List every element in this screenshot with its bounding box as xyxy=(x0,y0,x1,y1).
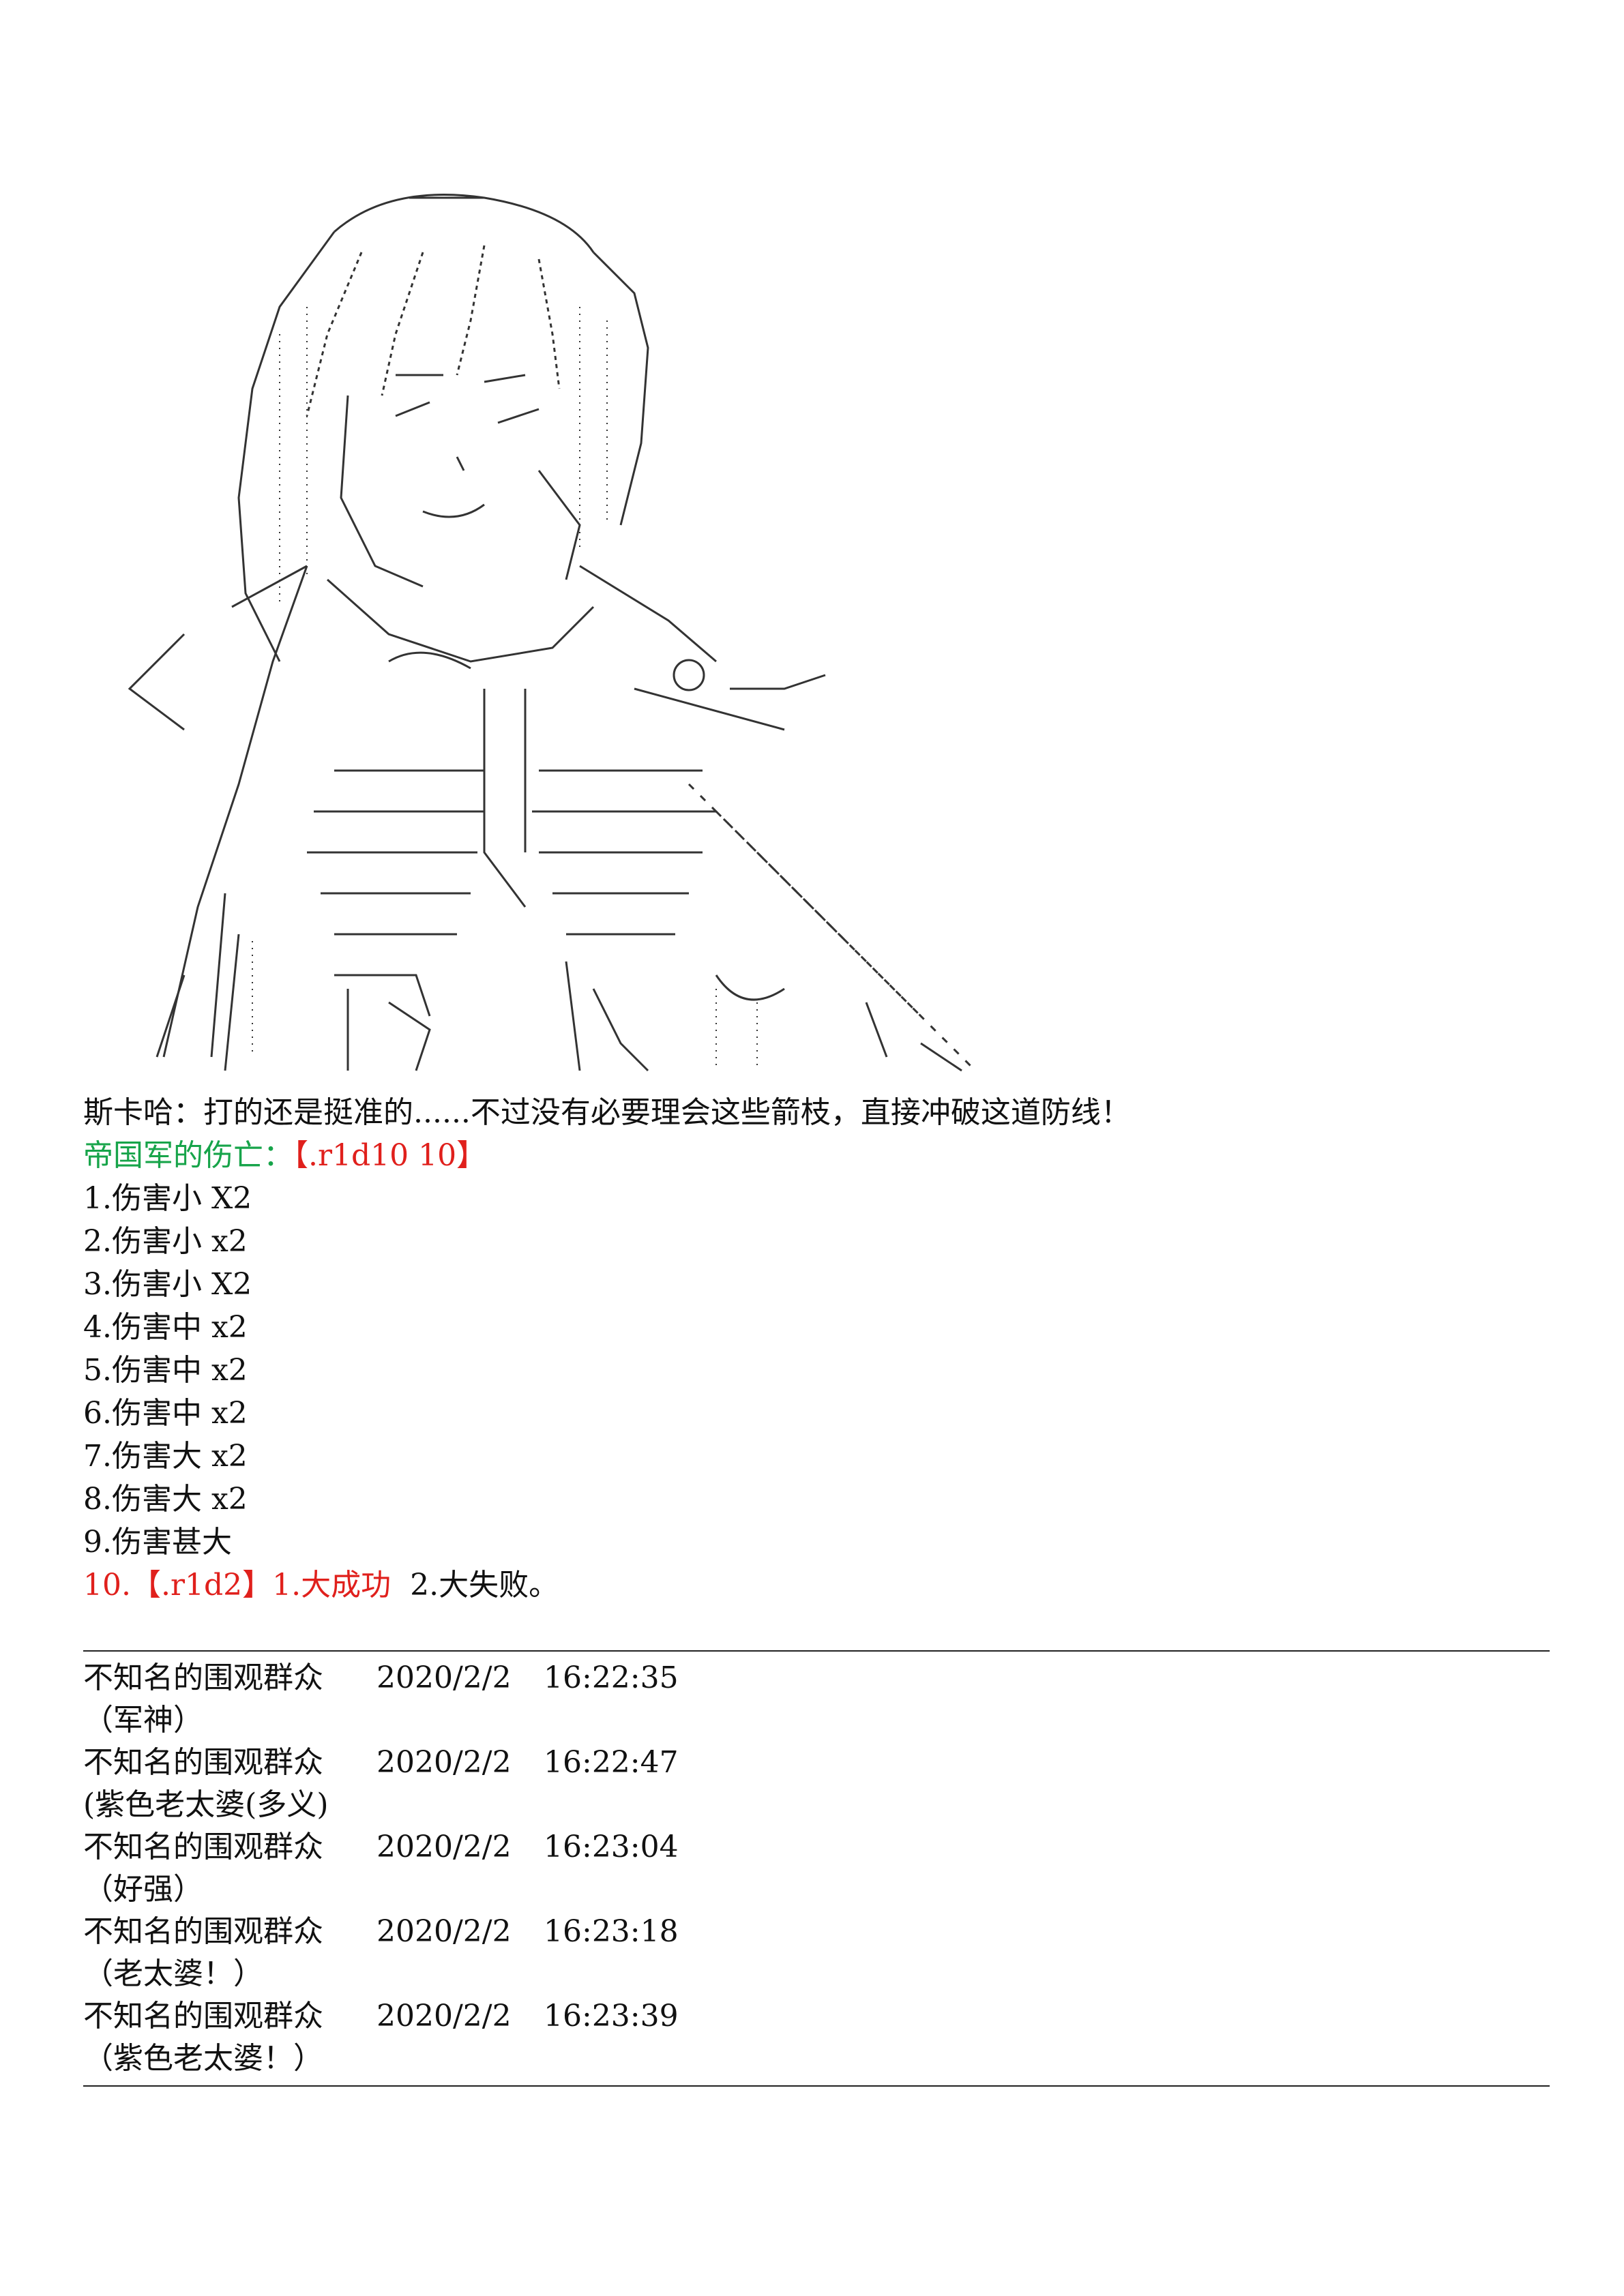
comment-text: (紫色老太婆(多义) xyxy=(83,1787,329,1822)
ascii-art-figure-icon xyxy=(102,170,989,1077)
comment-time: 16:23:04 xyxy=(544,1830,679,1864)
comment-date: 2020/2/2 xyxy=(377,1830,512,1864)
comment-author: 不知名的围观群众 xyxy=(83,1660,323,1695)
result-item: 3.伤害小 X2 xyxy=(83,1267,252,1302)
comment-time: 16:22:47 xyxy=(544,1745,679,1780)
comment-text: （好强） xyxy=(83,1872,203,1907)
final-roll-suffix: 2.大失败。 xyxy=(391,1568,559,1602)
result-item: 7.伤害大 x2 xyxy=(83,1439,248,1474)
comment-date: 2020/2/2 xyxy=(377,1999,512,2033)
comment-author: 不知名的围观群众 xyxy=(83,1914,323,1949)
result-item: 4.伤害中 x2 xyxy=(83,1310,248,1345)
narrative-block: 斯卡哈：打的还是挺准的......不过没有必要理会这些箭枝，直接冲破这道防线！ … xyxy=(83,1091,1550,1607)
comment-author: 不知名的围观群众 xyxy=(83,1745,323,1780)
result-item: 1.伤害小 X2 xyxy=(83,1181,252,1216)
comment-text: （老太婆！） xyxy=(83,1956,263,1991)
comment-time: 16:23:18 xyxy=(544,1914,679,1949)
result-item: 5.伤害中 x2 xyxy=(83,1353,248,1388)
casualty-header: 帝国军的伤亡：【.r1d10 10】 xyxy=(83,1134,1550,1177)
comment-header: 不知名的围观群众 2020/2/2 16:23:39 xyxy=(83,1995,1550,2038)
result-item: 8.伤害大 x2 xyxy=(83,1482,248,1517)
comment-text: （军神） xyxy=(83,1703,203,1738)
final-roll-line: 10.【.r1d2】1.大成功 2.大失败。 xyxy=(83,1564,1550,1607)
comment: 不知名的围观群众 2020/2/2 16:22:47 (紫色老太婆(多义) xyxy=(83,1742,1550,1826)
comment-header: 不知名的围观群众 2020/2/2 16:22:47 xyxy=(83,1742,1550,1784)
result-item: 6.伤害中 x2 xyxy=(83,1396,248,1431)
comment-text: （紫色老太婆！） xyxy=(83,2041,323,2076)
comment-header: 不知名的围观群众 2020/2/2 16:23:04 xyxy=(83,1826,1550,1868)
comment-author: 不知名的围观群众 xyxy=(83,1999,323,2033)
comment-header: 不知名的围观群众 2020/2/2 16:22:35 xyxy=(83,1657,1550,1699)
comment-header: 不知名的围观群众 2020/2/2 16:23:18 xyxy=(83,1911,1550,1953)
comment-time: 16:22:35 xyxy=(544,1660,679,1695)
casualty-label: 帝国军的伤亡： xyxy=(83,1138,293,1173)
comment-author: 不知名的围观群众 xyxy=(83,1830,323,1864)
comment: 不知名的围观群众 2020/2/2 16:23:39 （紫色老太婆！） xyxy=(83,1995,1550,2080)
comment: 不知名的围观群众 2020/2/2 16:23:04 （好强） xyxy=(83,1826,1550,1911)
comment-date: 2020/2/2 xyxy=(377,1745,512,1780)
comment-date: 2020/2/2 xyxy=(377,1660,512,1695)
result-item: 2.伤害小 x2 xyxy=(83,1224,248,1259)
final-roll-prefix: 10.【.r1d2】1.大成功 xyxy=(83,1568,392,1602)
casualty-roll: 【.r1d10 10】 xyxy=(293,1138,487,1173)
result-item: 9.伤害甚大 xyxy=(83,1525,232,1560)
comment: 不知名的围观群众 2020/2/2 16:22:35 （军神） xyxy=(83,1657,1550,1742)
comment-date: 2020/2/2 xyxy=(377,1914,512,1949)
speech-line: 斯卡哈：打的还是挺准的......不过没有必要理会这些箭枝，直接冲破这道防线！ xyxy=(83,1095,1131,1130)
comment-time: 16:23:39 xyxy=(544,1999,679,2033)
comment: 不知名的围观群众 2020/2/2 16:23:18 （老太婆！） xyxy=(83,1911,1550,1995)
comment-section: 不知名的围观群众 2020/2/2 16:22:35 （军神） 不知名的围观群众… xyxy=(83,1650,1550,2087)
